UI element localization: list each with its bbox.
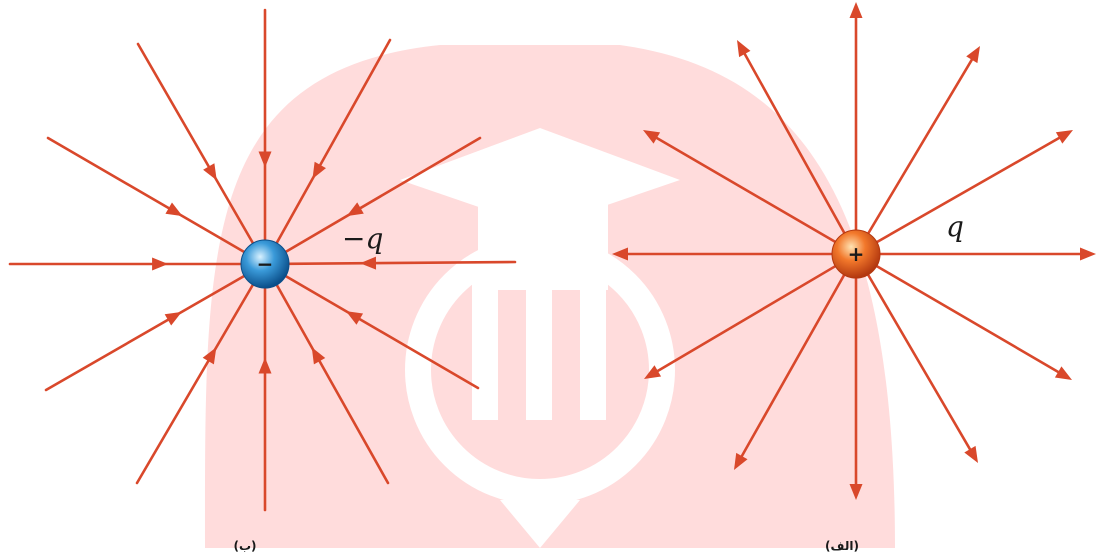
positive-field-line (646, 131, 837, 244)
negative-charge-field-lines (8, 8, 517, 512)
outward-arrowhead (966, 46, 980, 64)
positive-charge-label: q (946, 210, 964, 243)
inward-arrowhead (203, 163, 217, 181)
panel-label-b: (ب) (233, 539, 256, 553)
inward-arrowhead (312, 161, 326, 179)
outward-arrowhead (964, 445, 978, 463)
outward-arrowhead (1055, 130, 1073, 144)
negative-charge-sphere (240, 239, 290, 289)
negative-charge-label: −q (342, 222, 383, 255)
negative-charge: − (240, 239, 290, 289)
negative-field-line (275, 283, 390, 485)
inward-arrowhead (345, 311, 364, 325)
watermark-logo (204, 45, 895, 548)
outward-arrowhead (612, 247, 628, 261)
inward-arrowhead (165, 202, 183, 217)
negative-field-line (46, 136, 246, 254)
positive-field-line (738, 43, 846, 235)
positive-field-line (866, 49, 979, 235)
positive-charge-sphere (831, 229, 881, 279)
outward-arrowhead (644, 365, 662, 379)
panel-label-alef: (الف) (825, 539, 859, 553)
positive-charge: + (831, 229, 881, 279)
positive-charge-symbol: + (848, 242, 865, 266)
negative-charge-symbol: − (257, 252, 274, 276)
negative-field-line (287, 260, 517, 266)
outward-arrowhead (1080, 247, 1096, 261)
positive-field-line (735, 273, 846, 467)
inward-arrowhead (311, 347, 326, 365)
negative-field-line (275, 38, 392, 245)
positive-field-line (875, 264, 1069, 379)
negative-field-line (136, 42, 255, 245)
outward-arrowhead (643, 130, 661, 144)
inward-arrowhead (346, 202, 364, 217)
negative-field-line (44, 274, 246, 392)
negative-field-line (284, 274, 480, 390)
inward-arrowhead (164, 311, 182, 326)
inward-arrowhead (258, 151, 272, 168)
positive-field-line (875, 131, 1070, 244)
inward-arrowhead (152, 257, 169, 271)
inward-arrowhead (202, 347, 217, 365)
outward-arrowhead (1054, 366, 1072, 380)
outward-arrowhead (737, 40, 751, 58)
inward-arrowhead (360, 256, 377, 270)
negative-field-line (284, 136, 482, 254)
outward-arrowhead (849, 484, 863, 500)
inward-arrowhead (258, 357, 272, 374)
positive-field-line (647, 264, 837, 378)
positive-charge-field-lines (612, 2, 1096, 500)
negative-field-line (135, 283, 255, 485)
outward-arrowhead (734, 452, 748, 470)
outward-arrowhead (849, 2, 863, 18)
positive-field-line (866, 273, 977, 460)
